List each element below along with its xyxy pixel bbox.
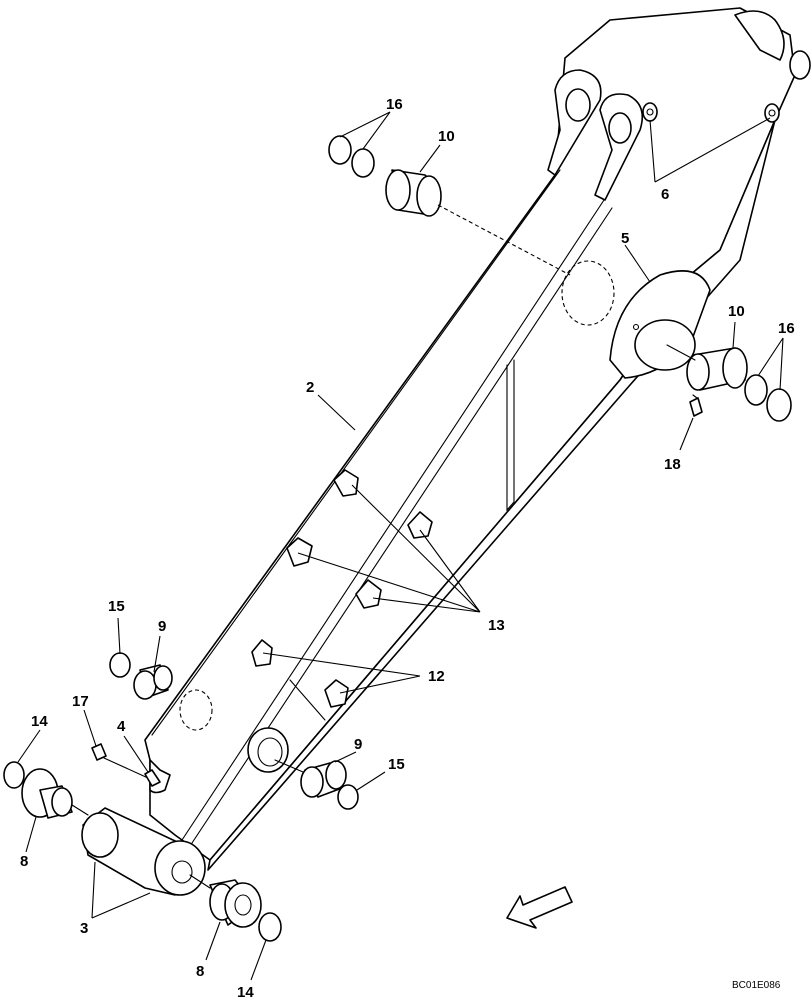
callout-9-upper: 9 [158, 618, 166, 635]
callout-10-right: 10 [728, 303, 745, 320]
callout-18: 18 [664, 456, 681, 473]
callout-15-lower: 15 [388, 756, 405, 773]
callout-9-lower: 9 [354, 736, 362, 753]
bushing-10-right [666, 344, 748, 391]
callout-16-top: 16 [386, 96, 403, 113]
callout-17: 17 [72, 693, 89, 710]
callout-14-bottom: 14 [237, 984, 254, 1000]
callouts: 16 10 6 5 10 16 2 18 13 15 9 12 17 14 4 … [20, 96, 795, 1000]
ring-14-bottom [258, 912, 282, 942]
callout-4: 4 [117, 718, 126, 735]
callout-15-upper: 15 [108, 598, 125, 615]
bushing-8-bottom [189, 874, 262, 928]
ring-15-lower [337, 784, 359, 810]
bushing-10-top [385, 169, 571, 276]
callout-2: 2 [306, 379, 314, 396]
bracket-13d [355, 579, 382, 609]
callout-12: 12 [428, 668, 445, 685]
arrow-icon [506, 886, 573, 929]
callout-10-top: 10 [438, 128, 455, 145]
clamp-brackets [251, 469, 433, 708]
callout-3: 3 [80, 920, 88, 937]
bracket-12a [251, 639, 273, 667]
bracket-13c [286, 537, 313, 567]
bushing-9-lower [274, 759, 347, 798]
callout-5: 5 [621, 230, 629, 247]
ring-14-left [3, 761, 25, 789]
ring-15-upper [109, 652, 131, 678]
arm-body [144, 7, 811, 871]
bracket-13b [407, 511, 433, 539]
pin-4 [144, 769, 161, 787]
bushing-8-left [21, 768, 89, 819]
grease-fitting-18 [689, 394, 703, 417]
callout-8-bottom: 8 [196, 963, 204, 980]
pin-boss-3 [81, 807, 206, 896]
callout-13: 13 [488, 617, 505, 634]
bracket-12b [324, 679, 349, 708]
o-rings-16-right [744, 374, 792, 422]
callout-14-left: 14 [31, 713, 48, 730]
bushing-9-upper [133, 664, 173, 700]
bracket-13a [333, 469, 359, 497]
callout-16-right: 16 [778, 320, 795, 337]
o-rings-16-top [328, 135, 375, 178]
grease-fitting-17 [91, 743, 149, 779]
drawing-code: BC01E086 [732, 980, 781, 991]
callout-8-left: 8 [20, 853, 28, 870]
leader-lines [17, 111, 784, 981]
callout-6: 6 [661, 186, 669, 203]
